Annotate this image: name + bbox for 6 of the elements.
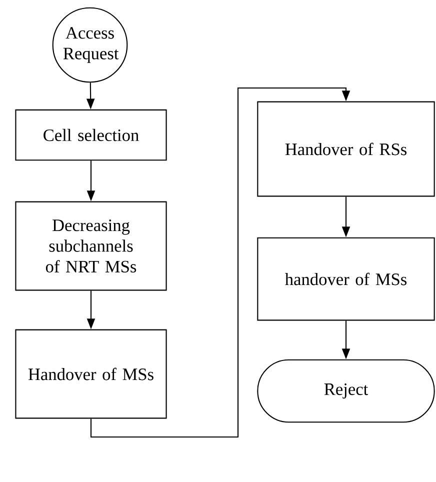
process-box: Cell selection: [15, 109, 167, 161]
arrow: [90, 87, 350, 438]
process-box: Handover of RSs: [257, 101, 435, 197]
process-box: Handover of MSs: [15, 329, 167, 419]
process-box: handover of MSs: [257, 237, 435, 321]
process-box: Decreasing subchannels of NRT MSs: [15, 201, 167, 291]
